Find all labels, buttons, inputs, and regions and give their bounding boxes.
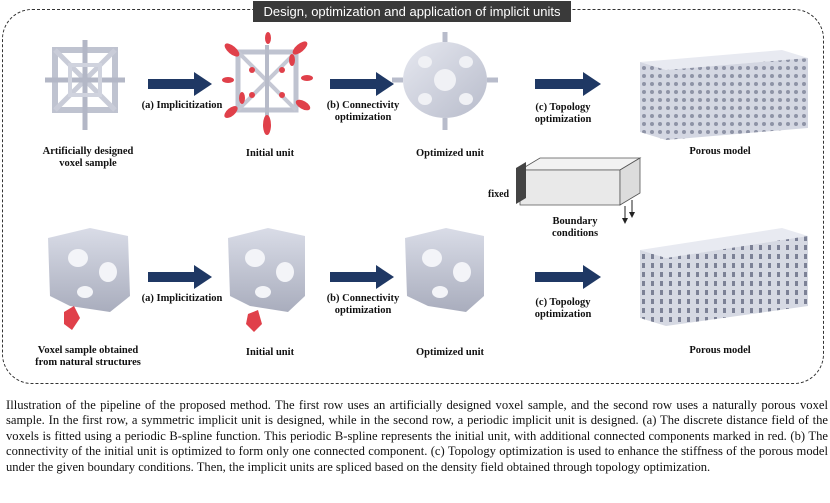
arrow-row2-a [148,265,212,289]
arrow-row2-c [535,265,601,289]
porous-model-row1 [640,50,808,140]
step-c-line2: optimization [534,114,592,125]
step-b-label-row2: (b) Connectivity optimization [318,293,408,317]
boundary-conditions-label: Boundary conditions [530,216,620,240]
optimized-unit-row1 [392,32,498,130]
initial-unit-label-row2: Initial unit [245,347,295,358]
sample-line1: Artificially designed [42,146,134,157]
step-c-label-row1: (c) Topology optimization [518,102,608,126]
porous-model-label-row1: Porous model [689,146,751,157]
step-c-line2: optimization [534,309,592,320]
initial-unit-row2 [228,228,305,332]
arrows [148,72,601,289]
initial-unit-row1 [222,32,313,135]
step-c-line1: (c) Topology [535,297,591,308]
optimized-unit-label-row1: Optimized unit [416,148,484,159]
step-b-line2: optimization [334,112,392,123]
voxel-sample-natural [48,228,130,330]
pipeline-banner: Design, optimization and application of … [253,1,571,22]
figure-caption: Illustration of the pipeline of the prop… [6,398,828,474]
voxel-sample-artificial [45,40,125,130]
step-c-line1: (c) Topology [535,102,591,113]
sample-label-row1: Artificially designed voxel sample [28,146,148,170]
boundary-conditions-diagram [516,157,642,224]
sample-line2: voxel sample [59,158,117,169]
step-b-label-row1: (b) Connectivity optimization [318,100,408,124]
sample-label-row2: Voxel sample obtained from natural struc… [28,345,148,369]
arrow-row1-c [535,72,601,96]
sample-line2: from natural structures [35,357,141,368]
step-a-label-row1: (a) Implicitization [141,100,223,111]
sample-line1: Voxel sample obtained [37,345,139,356]
boundary-line2: conditions [551,228,599,239]
porous-model-row2 [640,228,808,326]
optimized-unit-row2 [405,228,484,312]
fixed-label: fixed [488,189,510,200]
arrow-row2-b [330,265,394,289]
boundary-line1: Boundary [552,216,598,227]
optimized-unit-label-row2: Optimized unit [416,347,484,358]
step-a-label-row2: (a) Implicitization [141,293,223,304]
step-b-line1: (b) Connectivity [326,100,400,111]
step-b-line1: (b) Connectivity [326,293,400,304]
step-c-label-row2: (c) Topology optimization [518,297,608,321]
porous-model-label-row2: Porous model [689,345,751,356]
initial-unit-label-row1: Initial unit [245,148,295,159]
arrow-row1-b [330,72,394,96]
arrow-row1-a [148,72,212,96]
step-b-line2: optimization [334,305,392,316]
